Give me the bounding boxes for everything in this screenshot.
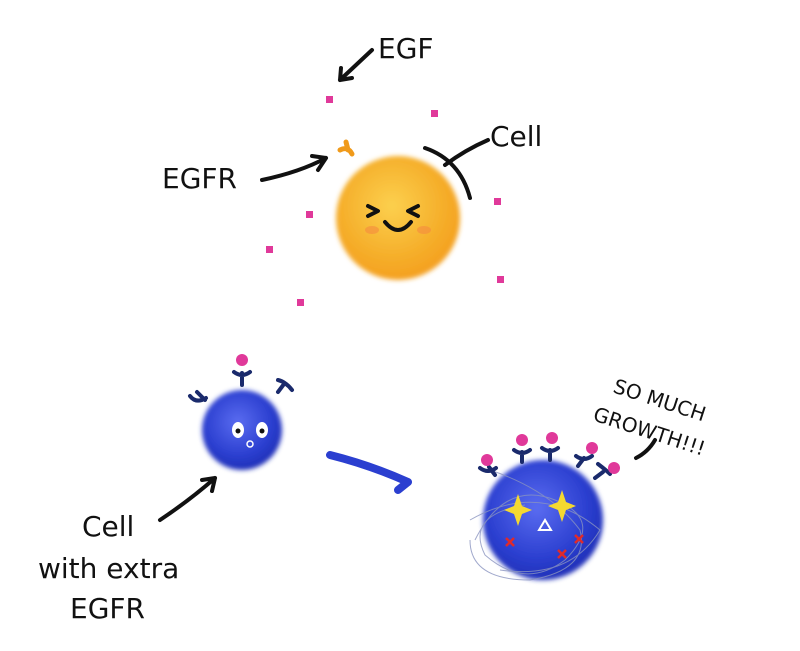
growth-exclamation: SO MUCH GROWTH!!! xyxy=(590,374,708,461)
happy-face xyxy=(366,204,420,232)
mutation-marks xyxy=(505,534,584,559)
egfr-receptors xyxy=(188,370,294,403)
egf-arrow xyxy=(338,48,374,82)
speech-line xyxy=(634,438,657,460)
normal-cell xyxy=(336,139,460,280)
tangle-lines xyxy=(469,469,601,581)
cell-extra-arrow xyxy=(158,476,217,522)
svg-text:Cell: Cell xyxy=(82,510,134,543)
egfr-label: EGFR xyxy=(162,162,237,195)
cell-bracket xyxy=(423,138,490,200)
egf-bound xyxy=(236,354,248,366)
egf-particle xyxy=(494,198,501,205)
cell-label: Cell xyxy=(490,120,542,153)
egf-particle xyxy=(297,299,304,306)
egf-particle xyxy=(431,110,438,117)
egf-particle xyxy=(326,96,333,103)
egf-particle xyxy=(266,246,273,253)
egfr-arrow xyxy=(260,154,328,182)
svg-text:with extra: with extra xyxy=(38,552,179,585)
overgrown-cell xyxy=(469,432,620,581)
egf-particle xyxy=(306,211,313,218)
sparkle-eye xyxy=(548,490,576,522)
egfr-receptor xyxy=(337,139,355,157)
egf-particle xyxy=(497,276,504,283)
egfr-receptors xyxy=(478,446,612,480)
egf-bound-particles xyxy=(481,432,620,474)
svg-text:EGFR: EGFR xyxy=(70,592,145,625)
cell-with-extra-egfr xyxy=(188,354,294,470)
transition-arrow xyxy=(326,451,412,494)
egf-particles xyxy=(266,96,504,306)
sparkle-eye xyxy=(504,494,532,526)
egf-label: EGF xyxy=(378,32,434,65)
cell-extra-label: Cell with extra EGFR xyxy=(38,510,179,625)
